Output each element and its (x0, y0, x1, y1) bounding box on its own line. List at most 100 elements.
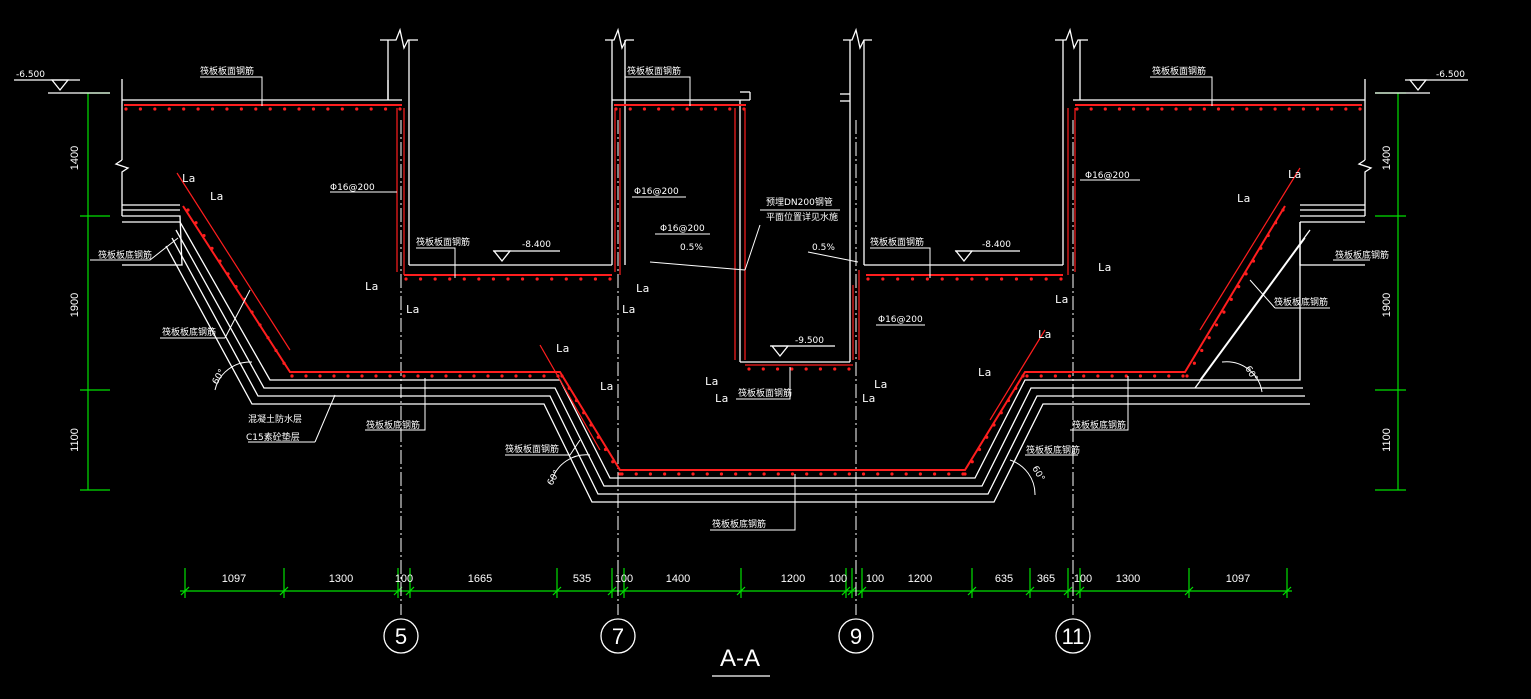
rebar-dot (890, 472, 894, 476)
rebar-dot (1237, 285, 1241, 289)
rebar-dot (528, 374, 532, 378)
rebar-dot (1167, 374, 1171, 378)
la-label: La (715, 392, 728, 405)
bottom-dim: 365 (1037, 573, 1055, 585)
rebar-dot (608, 277, 612, 281)
rebar-dot (458, 374, 462, 378)
la-label: La (1055, 293, 1068, 306)
bottom-dim: 1400 (666, 573, 690, 585)
label-top-face-right: 筏板板面钢筋 (1152, 65, 1206, 77)
rebar-dot (355, 107, 359, 111)
rebar-dot (719, 472, 724, 476)
rebar-dot (1287, 107, 1291, 111)
rebar-dot (416, 374, 420, 378)
rebar-dot (346, 374, 350, 378)
rebar-dot (1132, 107, 1136, 111)
rebar-dot (472, 374, 476, 378)
rebar-dot (202, 233, 206, 238)
rebar-dot (593, 277, 598, 281)
rebar-dot (258, 323, 262, 327)
rebar-dot (603, 447, 608, 452)
rebar-dot (332, 374, 336, 378)
rebar-dot (1344, 107, 1348, 111)
rebar-dot (947, 472, 951, 476)
rebar-dot (506, 277, 510, 281)
rebar-dot (1231, 107, 1235, 111)
rebar-dot (138, 107, 143, 111)
rebar-dot (1185, 374, 1189, 378)
rebar-dot (1029, 277, 1033, 281)
rebar-dot (514, 374, 518, 378)
rebar-dot (282, 361, 286, 365)
label-phi-1: Φ16@200 (330, 183, 375, 193)
rebar-dot (268, 107, 272, 111)
rebar-dot (226, 272, 230, 276)
rebar-dot (747, 367, 751, 371)
la-label: La (622, 303, 635, 316)
rebar-dot (326, 107, 330, 111)
right-vertical-dimension: 1400 1900 1100 (1375, 92, 1406, 491)
axis-label-11: 11 (1062, 624, 1085, 649)
section-title: A-A (720, 645, 760, 672)
bottom-dim: 100 (615, 573, 633, 585)
label-bottom-face-7: 筏板板底钢筋 (1026, 444, 1080, 456)
rebar-dot (500, 374, 504, 378)
rebar-dot (234, 285, 238, 289)
la-label: La (1288, 168, 1301, 181)
axis-label-7: 7 (612, 624, 624, 649)
la-label: La (874, 378, 887, 391)
dim-slash (180, 586, 190, 596)
elevation-label: -8.400 (522, 240, 551, 250)
bottom-dim: 100 (866, 573, 884, 585)
rebar-dot (340, 107, 344, 111)
rebar-dot (1117, 107, 1122, 111)
rebar-dot (402, 374, 406, 378)
rebar-dot (932, 472, 937, 476)
axis-label-9: 9 (850, 624, 862, 649)
label-top-face-left: 筏板板面钢筋 (200, 65, 254, 77)
rebar-dot (804, 367, 808, 371)
rebar-dot (805, 472, 809, 476)
bottom-dimension-chain: 1097 1300 100 1665 535 100 1400 1200 100… (180, 568, 1292, 598)
rebar-lines (124, 104, 1362, 471)
rebar-dot (210, 107, 215, 111)
rebar-dot (567, 386, 571, 390)
dim-slash (1063, 586, 1073, 596)
bottom-dim: 635 (995, 573, 1013, 585)
axis-lines (400, 120, 1074, 615)
dim-slash (967, 586, 977, 596)
rebar-dot (648, 472, 653, 476)
la-label: La (978, 366, 991, 379)
rebar-dot (1110, 374, 1114, 378)
rebar-dot (847, 472, 851, 476)
concrete-outline (114, 27, 1373, 503)
rebar-dot (1160, 107, 1164, 111)
rebar-dot (1059, 277, 1063, 281)
rebar-dot (614, 107, 618, 111)
rebar-dot (1146, 107, 1150, 111)
label-bottom-face-3: 筏板板底钢筋 (1335, 249, 1389, 261)
right-dim-3: 1100 (1381, 428, 1393, 452)
rebar-dot (847, 367, 851, 371)
rebar-dot (1082, 374, 1086, 378)
left-dim-1: 1400 (69, 146, 81, 170)
rebar-dot (904, 472, 908, 476)
rebar-dot (556, 374, 560, 378)
bottom-dim: 1200 (908, 573, 932, 585)
rebar-dot (1044, 277, 1048, 281)
rebar-dot (1301, 107, 1305, 111)
rebar-dot (1259, 107, 1263, 111)
rebar-dot (985, 277, 989, 281)
rebar-dot (985, 435, 989, 439)
rebar-dot (866, 277, 870, 281)
rebar-dot (775, 367, 780, 371)
rebar-dot (1315, 107, 1320, 111)
label-bottom-face-6: 筏板板底钢筋 (1072, 419, 1126, 431)
rebar-dot (1181, 374, 1185, 378)
rebar-dot (304, 374, 308, 378)
la-label: La (210, 190, 223, 203)
rebar-dot (1330, 107, 1334, 111)
label-phi-4: Φ16@200 (1085, 171, 1130, 181)
rebar-dot (1274, 221, 1278, 225)
rebar-dot (1096, 374, 1100, 378)
